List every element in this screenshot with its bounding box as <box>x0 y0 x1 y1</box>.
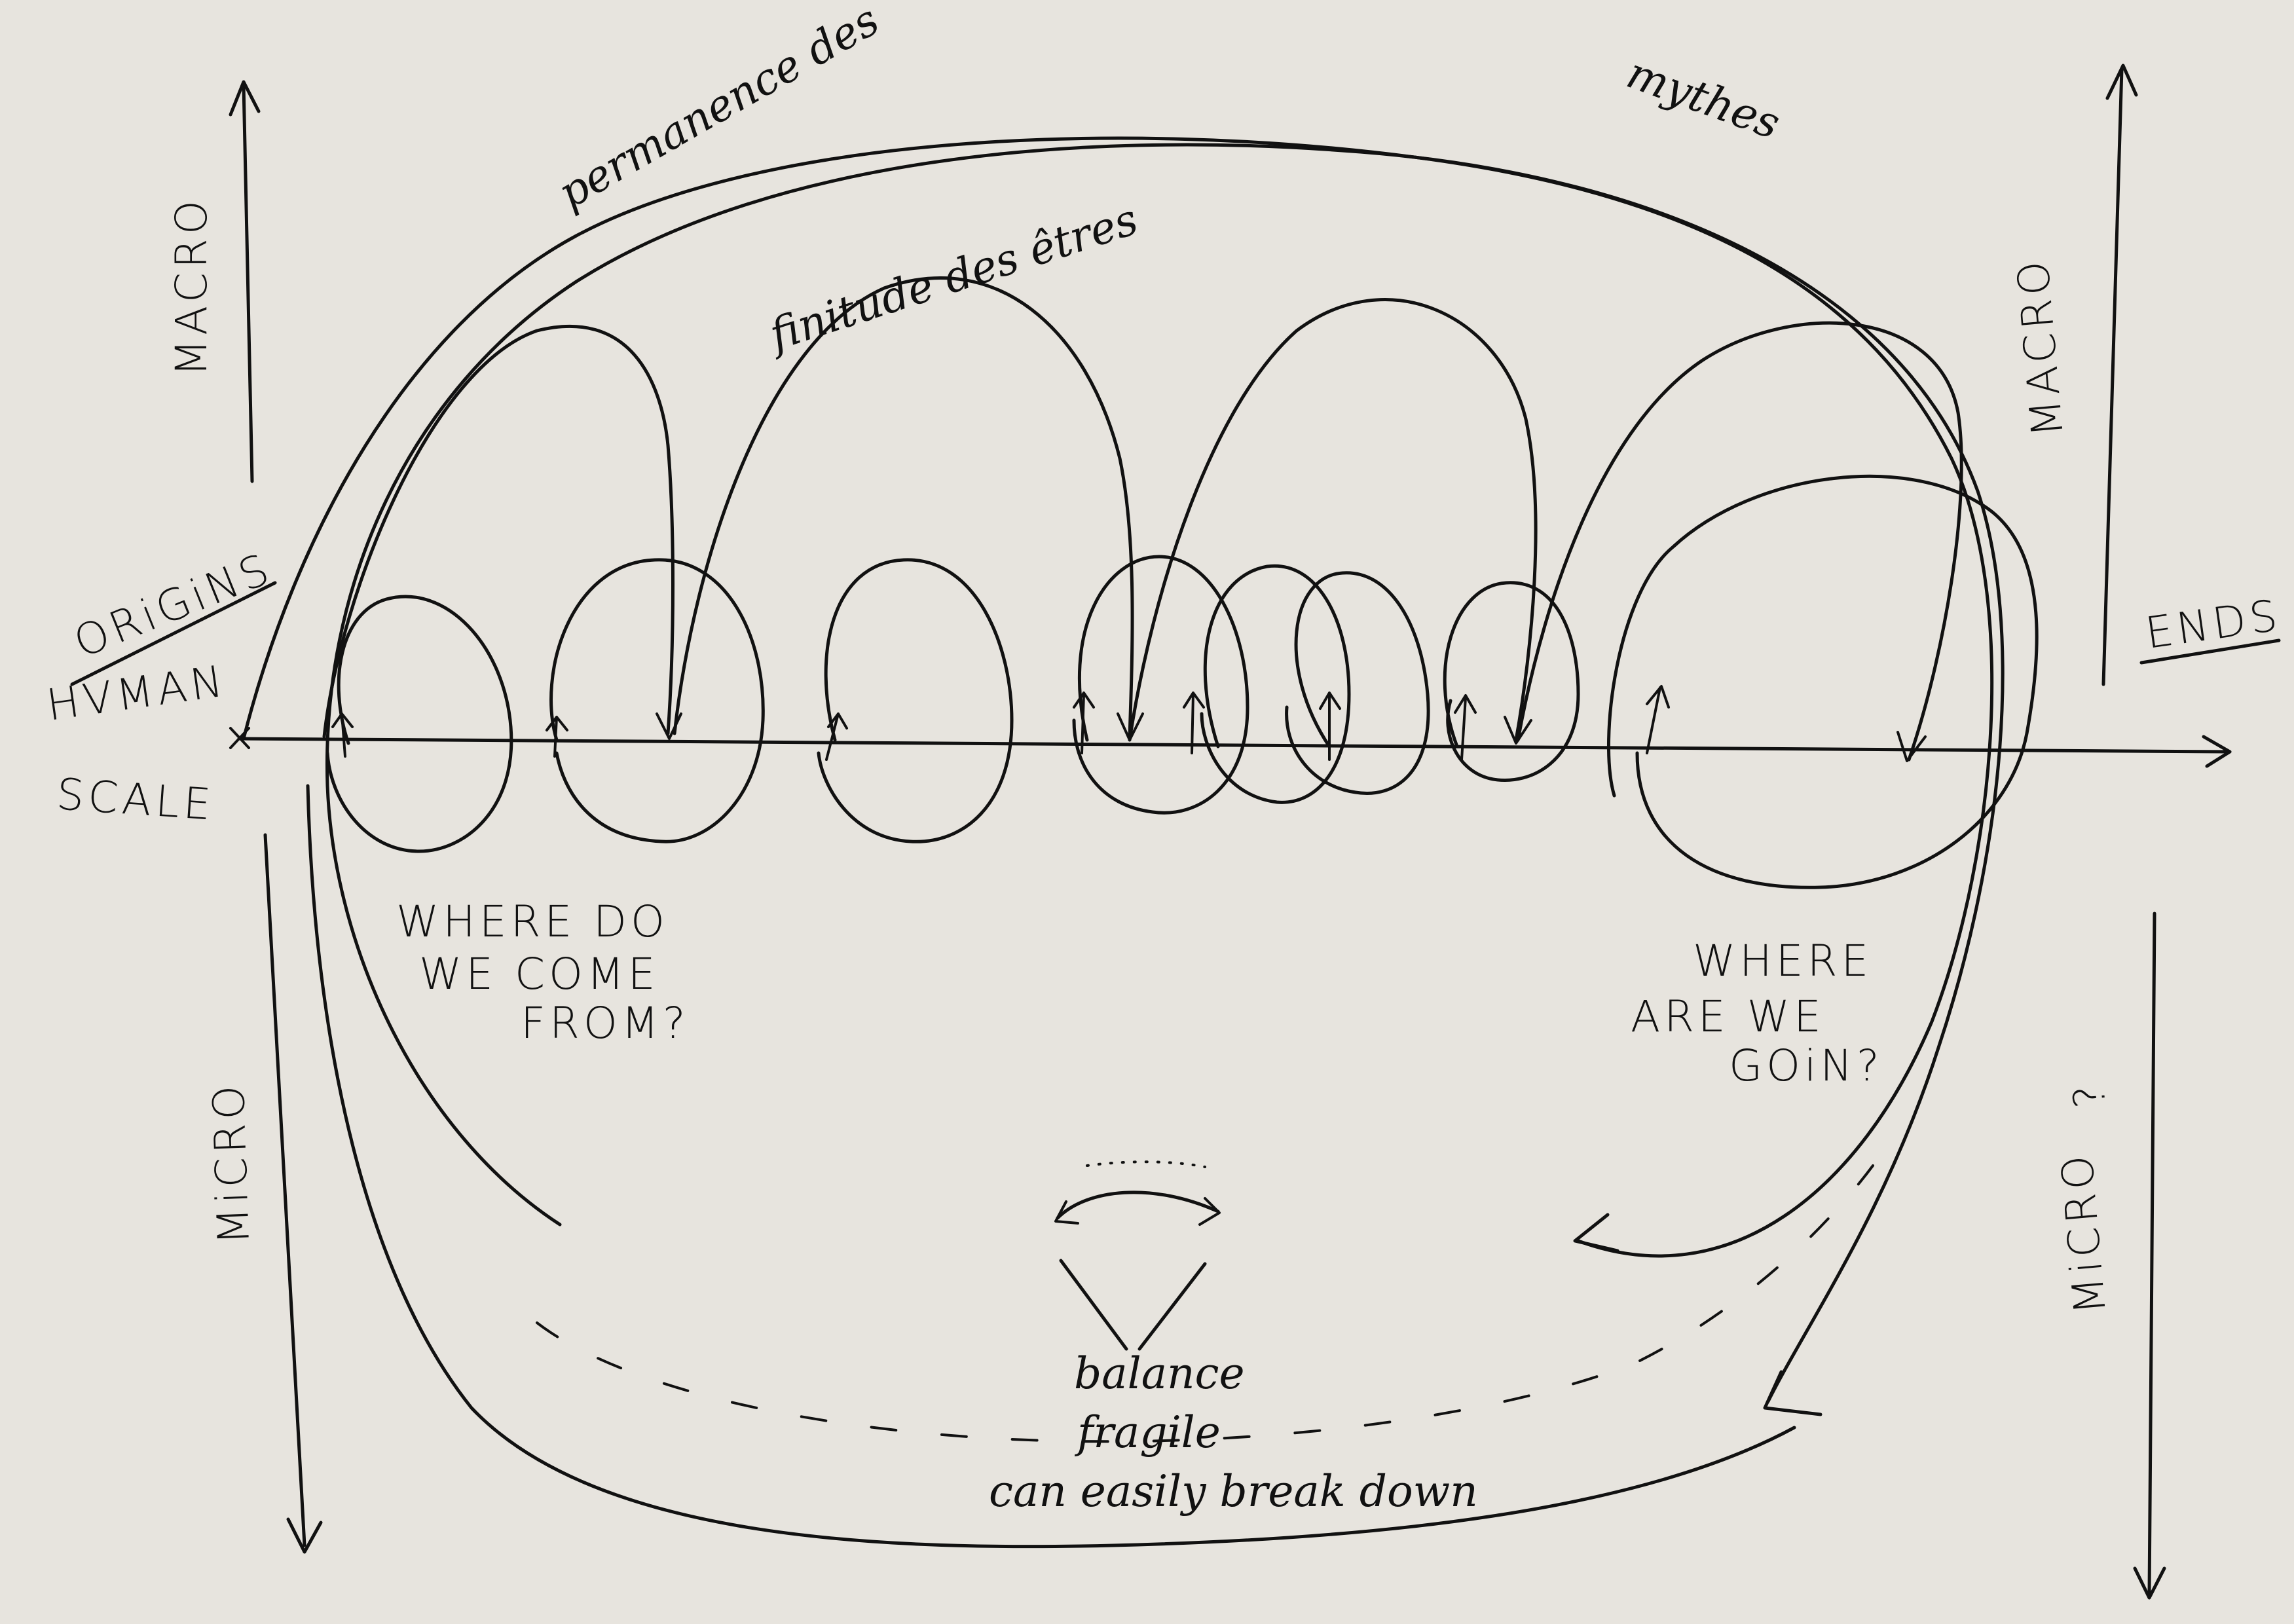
loop-5 <box>1200 564 1351 804</box>
arc-right <box>1516 321 1963 762</box>
where-going-question: WHERE ARE WE GOiN? <box>1631 936 1883 1091</box>
micro-left-label: MiCRO <box>203 1080 259 1246</box>
loop-chain <box>325 474 2039 889</box>
inner-bottom-ring <box>306 784 1796 1549</box>
scale-label: SCALE <box>55 769 216 830</box>
macro-right-label: MACRO <box>2007 255 2073 439</box>
left-micro-axis <box>263 833 323 1554</box>
loop-4 <box>1072 555 1249 815</box>
loop-7 <box>1443 581 1580 782</box>
where-from-line3: FROM? <box>521 998 690 1048</box>
loop-6 <box>1285 571 1430 795</box>
where-going-line3: GOiN? <box>1729 1041 1883 1091</box>
micro-right-label: MiCRO <box>2052 1149 2116 1316</box>
macro-left-label: MACRO <box>166 196 217 377</box>
left-macro-axis <box>229 80 261 483</box>
right-micro-axis <box>2133 912 2166 1600</box>
where-from-line2: WE COME <box>419 949 659 999</box>
balance-line1: balance <box>1074 1348 1245 1399</box>
balance-symbol <box>1054 1160 1221 1351</box>
where-going-line2: ARE WE <box>1631 991 1825 1042</box>
arc-mid <box>1128 298 1538 742</box>
upward-arrows <box>331 685 1670 761</box>
origins-label: ORiGiNS <box>67 543 280 668</box>
loop-3 <box>817 558 1014 843</box>
micro-right-question: ? <box>2063 1079 2116 1111</box>
upper-arcs <box>322 276 1963 762</box>
arc-finitude <box>673 276 1134 739</box>
human-label: HVMAN <box>44 655 230 731</box>
finitude-label: finitude des êtres <box>760 194 1143 361</box>
arc-origin-to-loop2 <box>322 325 675 739</box>
loop-2 <box>549 558 765 843</box>
loop-8 <box>1606 474 2039 889</box>
balance-line3: can easily break down <box>989 1466 1478 1517</box>
loop-1 <box>325 595 513 853</box>
fragile-dashed-curve <box>536 1164 1874 1443</box>
ends-underline <box>2139 638 2281 665</box>
where-from-line1: WHERE DO <box>396 896 669 947</box>
where-from-question: WHERE DO WE COME FROM? <box>396 896 690 1048</box>
permanence-label: permanence des <box>550 0 888 219</box>
outer-ring <box>325 143 2005 1403</box>
ends-label: ENDS <box>2143 590 2284 659</box>
mythes-label: mythes <box>1621 48 1787 149</box>
right-macro-axis <box>2101 64 2138 686</box>
outer-arcs <box>242 136 2005 1549</box>
balance-line2: fragile <box>1074 1407 1221 1458</box>
origins-underline <box>70 581 277 686</box>
where-going-line1: WHERE <box>1693 936 1872 986</box>
human-scale-axis <box>229 727 2232 768</box>
